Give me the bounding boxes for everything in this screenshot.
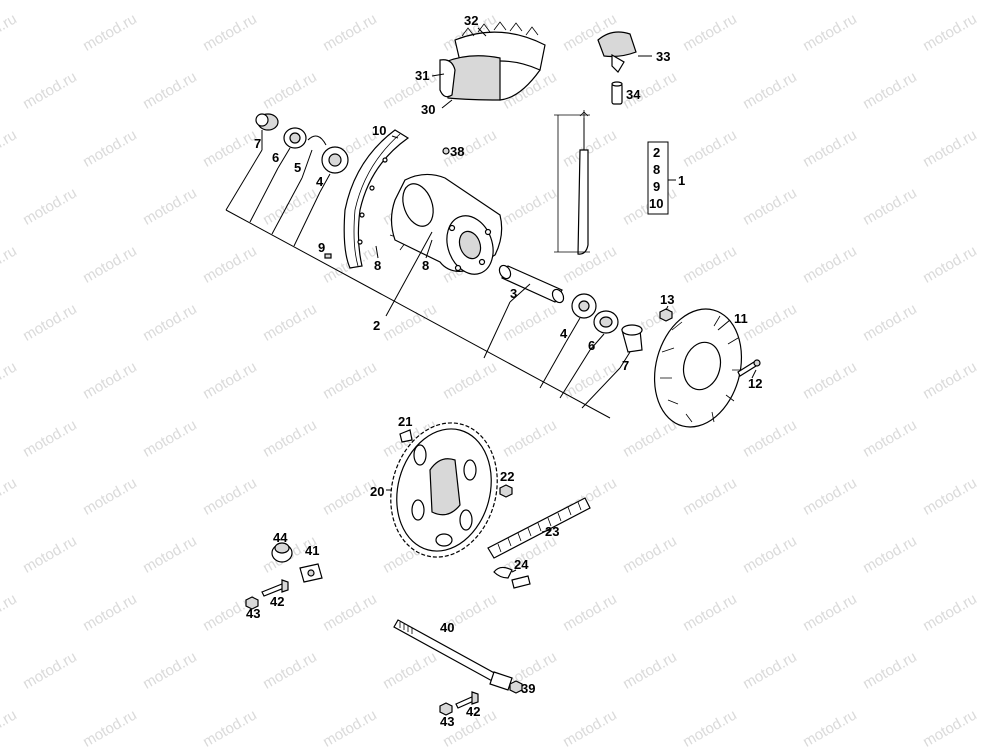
- callout-6-left: 6: [272, 150, 279, 165]
- callout-10: 10: [372, 123, 386, 138]
- axle-40: [393, 619, 513, 691]
- spacer-7-right: [621, 324, 643, 353]
- callout-41: 41: [305, 543, 319, 558]
- callout-40: 40: [440, 620, 454, 635]
- group-box: 2 8 9 10 1: [647, 141, 685, 215]
- callout-12: 12: [748, 376, 762, 391]
- callout-9: 9: [318, 240, 325, 255]
- callout-30: 30: [421, 102, 435, 117]
- nut-39: [509, 680, 523, 694]
- callout-42-left: 42: [270, 594, 284, 609]
- chain-adjuster-41: [299, 563, 323, 583]
- callout-labels: 32 31 30 33 34 7 6 5 4 10 38 9 8 8 2 3 1…: [246, 13, 762, 729]
- tube-part: [439, 55, 501, 101]
- callout-38: 38: [450, 144, 464, 159]
- spoke-part: [577, 110, 589, 255]
- callout-11: 11: [734, 311, 748, 326]
- bearing-4-right: [571, 293, 597, 319]
- spacer-7-left: [255, 113, 279, 131]
- callout-4-right: 4: [560, 326, 568, 341]
- seal-6-right: [593, 310, 619, 334]
- callout-33: 33: [656, 49, 670, 64]
- callout-24: 24: [514, 557, 529, 572]
- callout-43-left: 43: [246, 606, 260, 621]
- screw-12: [737, 359, 761, 377]
- callout-13: 13: [660, 292, 674, 307]
- callout-8-rim: 8: [374, 258, 381, 273]
- group-item-9: 9: [653, 179, 660, 194]
- nut-13: [659, 308, 673, 322]
- hub-part: [389, 173, 503, 275]
- group-item-2: 2: [653, 145, 660, 160]
- callout-4-left: 4: [316, 174, 324, 189]
- spoke-length-bracket: [554, 114, 590, 253]
- callout-2: 2: [373, 318, 380, 333]
- group-parent-1: 1: [678, 173, 685, 188]
- callout-34: 34: [626, 87, 641, 102]
- bolt-42-left: [261, 579, 289, 597]
- callout-44: 44: [273, 530, 288, 545]
- brake-disc-11: [653, 308, 743, 428]
- chain-23: [487, 497, 591, 559]
- nipple-38: [442, 147, 450, 155]
- valve-part: [611, 81, 623, 105]
- callout-31: 31: [415, 68, 429, 83]
- bolt-42-right: [455, 691, 479, 709]
- rim-part: [343, 129, 410, 269]
- nut-43-right: [439, 702, 453, 716]
- chain-link-24: [493, 566, 531, 589]
- screw-21: [399, 429, 413, 443]
- callout-43-right: 43: [440, 714, 454, 729]
- nut-22: [499, 484, 513, 498]
- callout-42-right: 42: [466, 704, 480, 719]
- callout-8-hub: 8: [422, 258, 429, 273]
- nut-43-left: [245, 596, 259, 610]
- seal-6-left: [283, 127, 307, 149]
- spacer-sleeve-3: [498, 264, 565, 304]
- callout-7-left: 7: [254, 136, 261, 151]
- nipple-9: [324, 253, 332, 259]
- callout-23: 23: [545, 524, 559, 539]
- callout-3: 3: [510, 286, 517, 301]
- callout-6-right: 6: [588, 338, 595, 353]
- callout-39: 39: [521, 681, 535, 696]
- callout-32: 32: [464, 13, 478, 28]
- circlip-5: [307, 135, 327, 146]
- adjuster-nut-44: [271, 542, 293, 563]
- callout-7-right: 7: [622, 358, 629, 373]
- bearing-4-left: [321, 146, 349, 174]
- rim-tape-part: [597, 31, 637, 73]
- leader-lines: [225, 27, 757, 573]
- callout-22: 22: [500, 469, 514, 484]
- sprocket-20: [390, 422, 498, 558]
- group-item-10: 10: [649, 196, 663, 211]
- callout-21: 21: [398, 414, 412, 429]
- callout-5: 5: [294, 160, 301, 175]
- callout-20: 20: [370, 484, 384, 499]
- group-item-8: 8: [653, 162, 660, 177]
